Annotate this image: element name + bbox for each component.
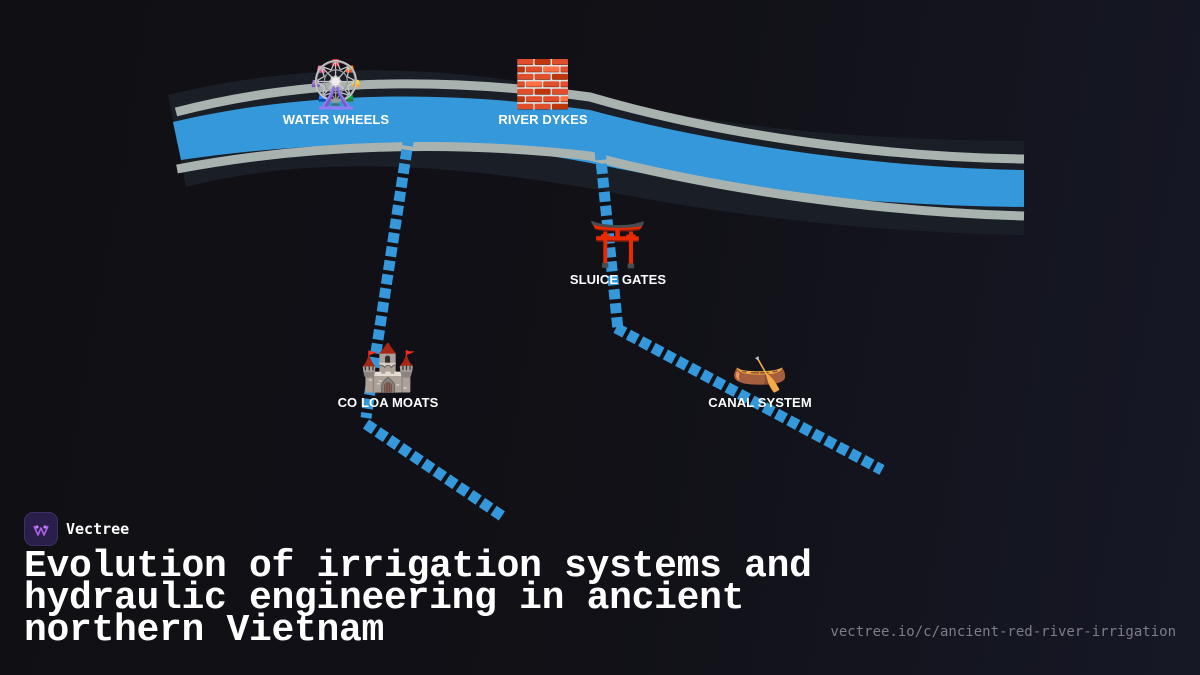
page-title: Evolution of irrigation systems and hydr… <box>24 545 812 652</box>
torii-gate-icon: ⛩️ <box>589 218 647 270</box>
node-water-wheels: 🎡 WATER WHEELS <box>283 58 389 127</box>
channel-to-co-loa <box>360 135 415 419</box>
channel-to-sluice <box>594 149 624 331</box>
node-river-dykes: 🧱 RIVER DYKES <box>498 58 587 127</box>
node-label: CO LOA MOATS <box>337 395 439 410</box>
node-label: CANAL SYSTEM <box>708 395 812 410</box>
castle-icon: 🏰 <box>359 341 417 393</box>
dyke-south <box>176 142 1025 221</box>
brand-name: Vectree <box>66 520 130 538</box>
channel-co-loa-outflow <box>362 419 506 521</box>
node-co-loa-moats: 🏰 CO LOA MOATS <box>338 341 439 410</box>
canoe-icon: 🛶 <box>731 341 789 393</box>
node-label: WATER WHEELS <box>282 112 390 127</box>
node-sluice-gates: ⛩️ SLUICE GATES <box>570 218 666 287</box>
node-canal-system: 🛶 CANAL SYSTEM <box>708 341 812 410</box>
node-label: RIVER DYKES <box>498 112 588 127</box>
ferris-wheel-icon: 🎡 <box>307 58 365 110</box>
brand: Vectree <box>24 512 129 546</box>
dyke-north <box>174 79 1025 164</box>
source-url: vectree.io/c/ancient-red-river-irrigatio… <box>830 624 1176 640</box>
node-label: SLUICE GATES <box>569 272 667 287</box>
channel-canal-system <box>613 323 885 475</box>
brick-icon: 🧱 <box>514 58 572 110</box>
vectree-logo-icon <box>24 512 58 546</box>
